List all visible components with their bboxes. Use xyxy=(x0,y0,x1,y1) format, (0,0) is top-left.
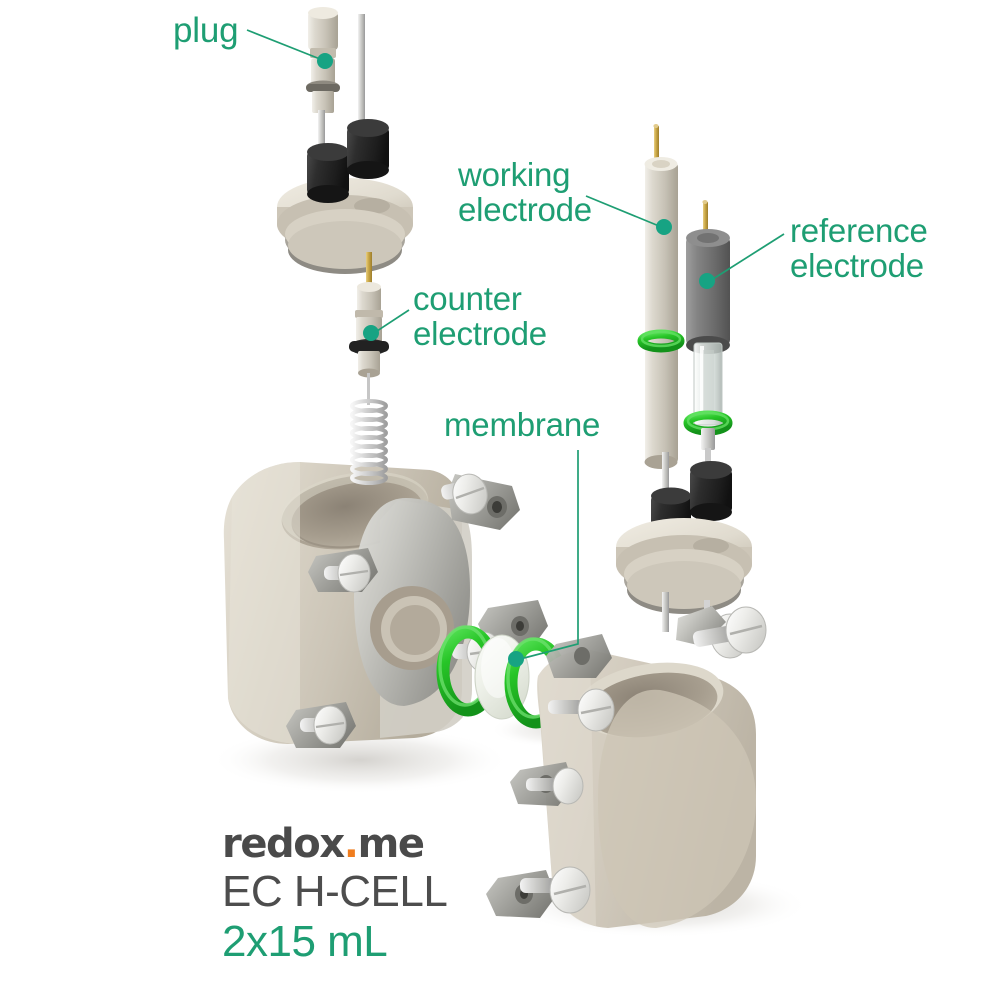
callout-label-plug: plug xyxy=(173,11,239,50)
reference-electrode[interactable] xyxy=(683,200,733,484)
leader-reference xyxy=(712,233,785,280)
dot-reference xyxy=(699,273,715,289)
callout-dots xyxy=(317,53,715,667)
dot-membrane xyxy=(508,651,524,667)
logo-text-right: me xyxy=(357,821,425,867)
dot-working xyxy=(656,219,672,235)
thumbscrew-right-d[interactable] xyxy=(526,767,584,805)
thumbscrew-right-b[interactable] xyxy=(548,688,615,732)
counter-electrode[interactable] xyxy=(349,282,389,485)
septum-right-b xyxy=(690,461,732,521)
cell-body-right[interactable] xyxy=(486,613,756,928)
thumbscrew-right-c[interactable] xyxy=(520,866,591,914)
callout-leaders xyxy=(246,29,785,659)
cap-left-assembly[interactable] xyxy=(277,7,413,286)
branding-block: redox.me EC H-CELL 2x15 mL xyxy=(222,821,448,967)
redoxme-logo: redox.me xyxy=(222,821,425,867)
counter-coil xyxy=(350,399,388,485)
product-volume: 2x15 mL xyxy=(222,917,388,967)
logo-orange-dot: . xyxy=(343,821,359,867)
counter-oring xyxy=(349,339,389,355)
reference-glass-tube xyxy=(693,342,723,426)
leader-membrane xyxy=(523,450,579,659)
cap-right-disc xyxy=(616,518,752,614)
product-name: EC H-CELL xyxy=(222,867,448,916)
septum-left-a xyxy=(307,143,349,203)
leader-plug xyxy=(246,29,321,60)
thumbscrew-left-b[interactable] xyxy=(324,553,371,593)
septum-left-b xyxy=(347,119,389,179)
membrane-and-orings[interactable] xyxy=(436,625,568,729)
working-oring xyxy=(637,329,685,353)
leader-working xyxy=(585,195,660,227)
callout-label-reference: reference electrode xyxy=(790,212,928,284)
working-electrode[interactable] xyxy=(637,124,685,469)
callout-label-working: working electrode xyxy=(458,156,592,228)
leader-counter xyxy=(376,309,410,332)
thumbscrew-left-d[interactable] xyxy=(300,705,347,745)
thumbscrew-left-a[interactable] xyxy=(440,471,491,517)
dot-counter xyxy=(363,325,379,341)
logo-text-left: redox xyxy=(222,821,345,867)
cap-right-assembly[interactable] xyxy=(616,452,767,654)
callout-label-membrane: membrane xyxy=(444,406,601,443)
cell-body-left[interactable] xyxy=(223,462,548,748)
dot-plug xyxy=(317,53,333,69)
callout-label-counter: counter electrode xyxy=(413,280,547,352)
cap-left-disc xyxy=(277,178,413,274)
